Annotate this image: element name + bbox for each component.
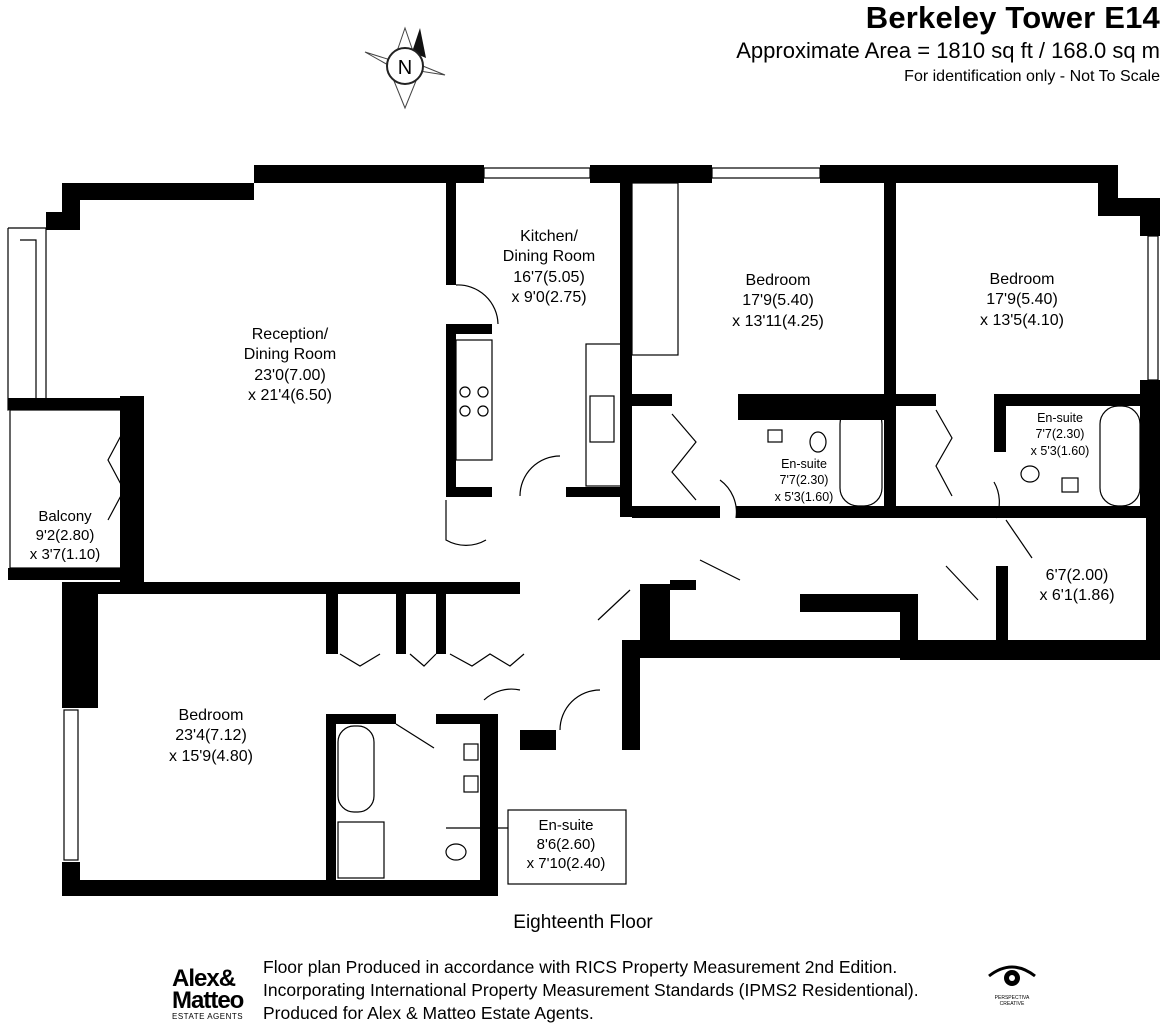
room-bedroom-3: Bedroom 17'9(5.40) x 13'5(4.10) <box>980 270 1064 331</box>
badge-line: CREATIVE <box>999 1001 1025 1007</box>
plan-title: Berkeley Tower E14 <box>865 0 1160 35</box>
room-name: Balcony <box>38 508 92 525</box>
room-bedroom-1: Bedroom 23'4(7.12) x 15'9(4.80) <box>169 706 253 767</box>
room-dimension: 7'7(2.30) <box>1035 427 1085 442</box>
room-ensuite-3: En-suite 7'7(2.30) x 5'3(1.60) <box>1031 410 1090 459</box>
perspectiva-badge: PERSPECTIVA CREATIVE <box>985 962 1039 1007</box>
room-reception: Reception/ Dining Room 23'0(7.00) x 21'4… <box>244 325 336 407</box>
room-dimension: 23'0(7.00) <box>254 366 326 384</box>
logo-line: Matteo <box>172 987 244 1014</box>
room-dimension: 17'9(5.40) <box>742 292 814 310</box>
room-name: Bedroom <box>178 707 244 724</box>
eye-icon <box>988 965 1036 986</box>
room-name: En-suite <box>781 457 827 471</box>
room-dimension: 9'2(2.80) <box>35 527 95 545</box>
room-name: Bedroom <box>989 271 1055 288</box>
footer-text: Floor plan Produced in accordance with R… <box>263 956 919 1024</box>
room-bedroom-2: Bedroom 17'9(5.40) x 13'11(4.25) <box>732 271 824 332</box>
room-dimension: x 21'4(6.50) <box>247 387 332 405</box>
room-dimension: x 15'9(4.80) <box>169 747 253 765</box>
room-name: Bedroom <box>745 272 811 289</box>
room-balcony: Balcony 9'2(2.80) x 3'7(1.10) <box>30 507 100 565</box>
floor-label: Eighteenth Floor <box>513 912 653 933</box>
room-name: Reception/ <box>251 326 329 343</box>
room-dimension: x 5'3(1.60) <box>1030 443 1090 458</box>
room-name: En-suite <box>1037 411 1083 425</box>
room-store: 6'7(2.00) x 6'1(1.86) <box>1039 566 1114 607</box>
logo-line: ESTATE AGENTS <box>172 1012 244 1021</box>
room-ensuite-2: En-suite 7'7(2.30) x 5'3(1.60) <box>775 456 834 505</box>
footer-line: Produced for Alex & Matteo Estate Agents… <box>263 1002 594 1023</box>
room-dimension: x 13'5(4.10) <box>980 311 1064 329</box>
footer-line: Floor plan Produced in accordance with R… <box>263 957 898 977</box>
compass-letter: N <box>398 57 412 79</box>
room-dimension: 17'9(5.40) <box>986 291 1058 309</box>
room-name: Kitchen/ <box>520 228 578 245</box>
compass-icon: N <box>364 26 446 110</box>
room-name: En-suite <box>538 817 594 834</box>
room-dimension: 6'7(2.00) <box>1045 567 1109 584</box>
scale-note: For identification only - Not To Scale <box>904 68 1160 85</box>
approximate-area: Approximate Area = 1810 sq ft / 168.0 sq… <box>736 38 1160 63</box>
room-dimension: 23'4(7.12) <box>175 727 247 745</box>
room-dimension: x 7'10(2.40) <box>526 855 606 873</box>
room-kitchen: Kitchen/ Dining Room 16'7(5.05) x 9'0(2.… <box>503 227 595 309</box>
footer-line: Incorporating International Property Mea… <box>263 979 919 1000</box>
agent-logo: Alex& Matteo ESTATE AGENTS <box>172 965 252 1022</box>
room-dimension: x 6'1(1.86) <box>1039 587 1115 605</box>
fixtures <box>7 167 1159 885</box>
room-name: Dining Room <box>502 248 596 266</box>
room-dimension: 8'6(2.60) <box>536 836 596 854</box>
room-dimension: x 9'0(2.75) <box>511 289 587 307</box>
room-dimension: x 13'11(4.25) <box>732 312 824 330</box>
room-dimension: x 3'7(1.10) <box>29 546 101 564</box>
room-ensuite-1: En-suite 8'6(2.60) x 7'10(2.40) <box>527 816 606 874</box>
badge-line: PERSPECTIVA <box>994 995 1030 1001</box>
room-name: Dining Room <box>243 346 337 364</box>
logo-line: Alex& <box>172 965 236 992</box>
room-dimension: 7'7(2.30) <box>779 473 829 488</box>
room-dimension: 16'7(5.05) <box>513 268 585 286</box>
room-dimension: x 5'3(1.60) <box>774 489 834 504</box>
